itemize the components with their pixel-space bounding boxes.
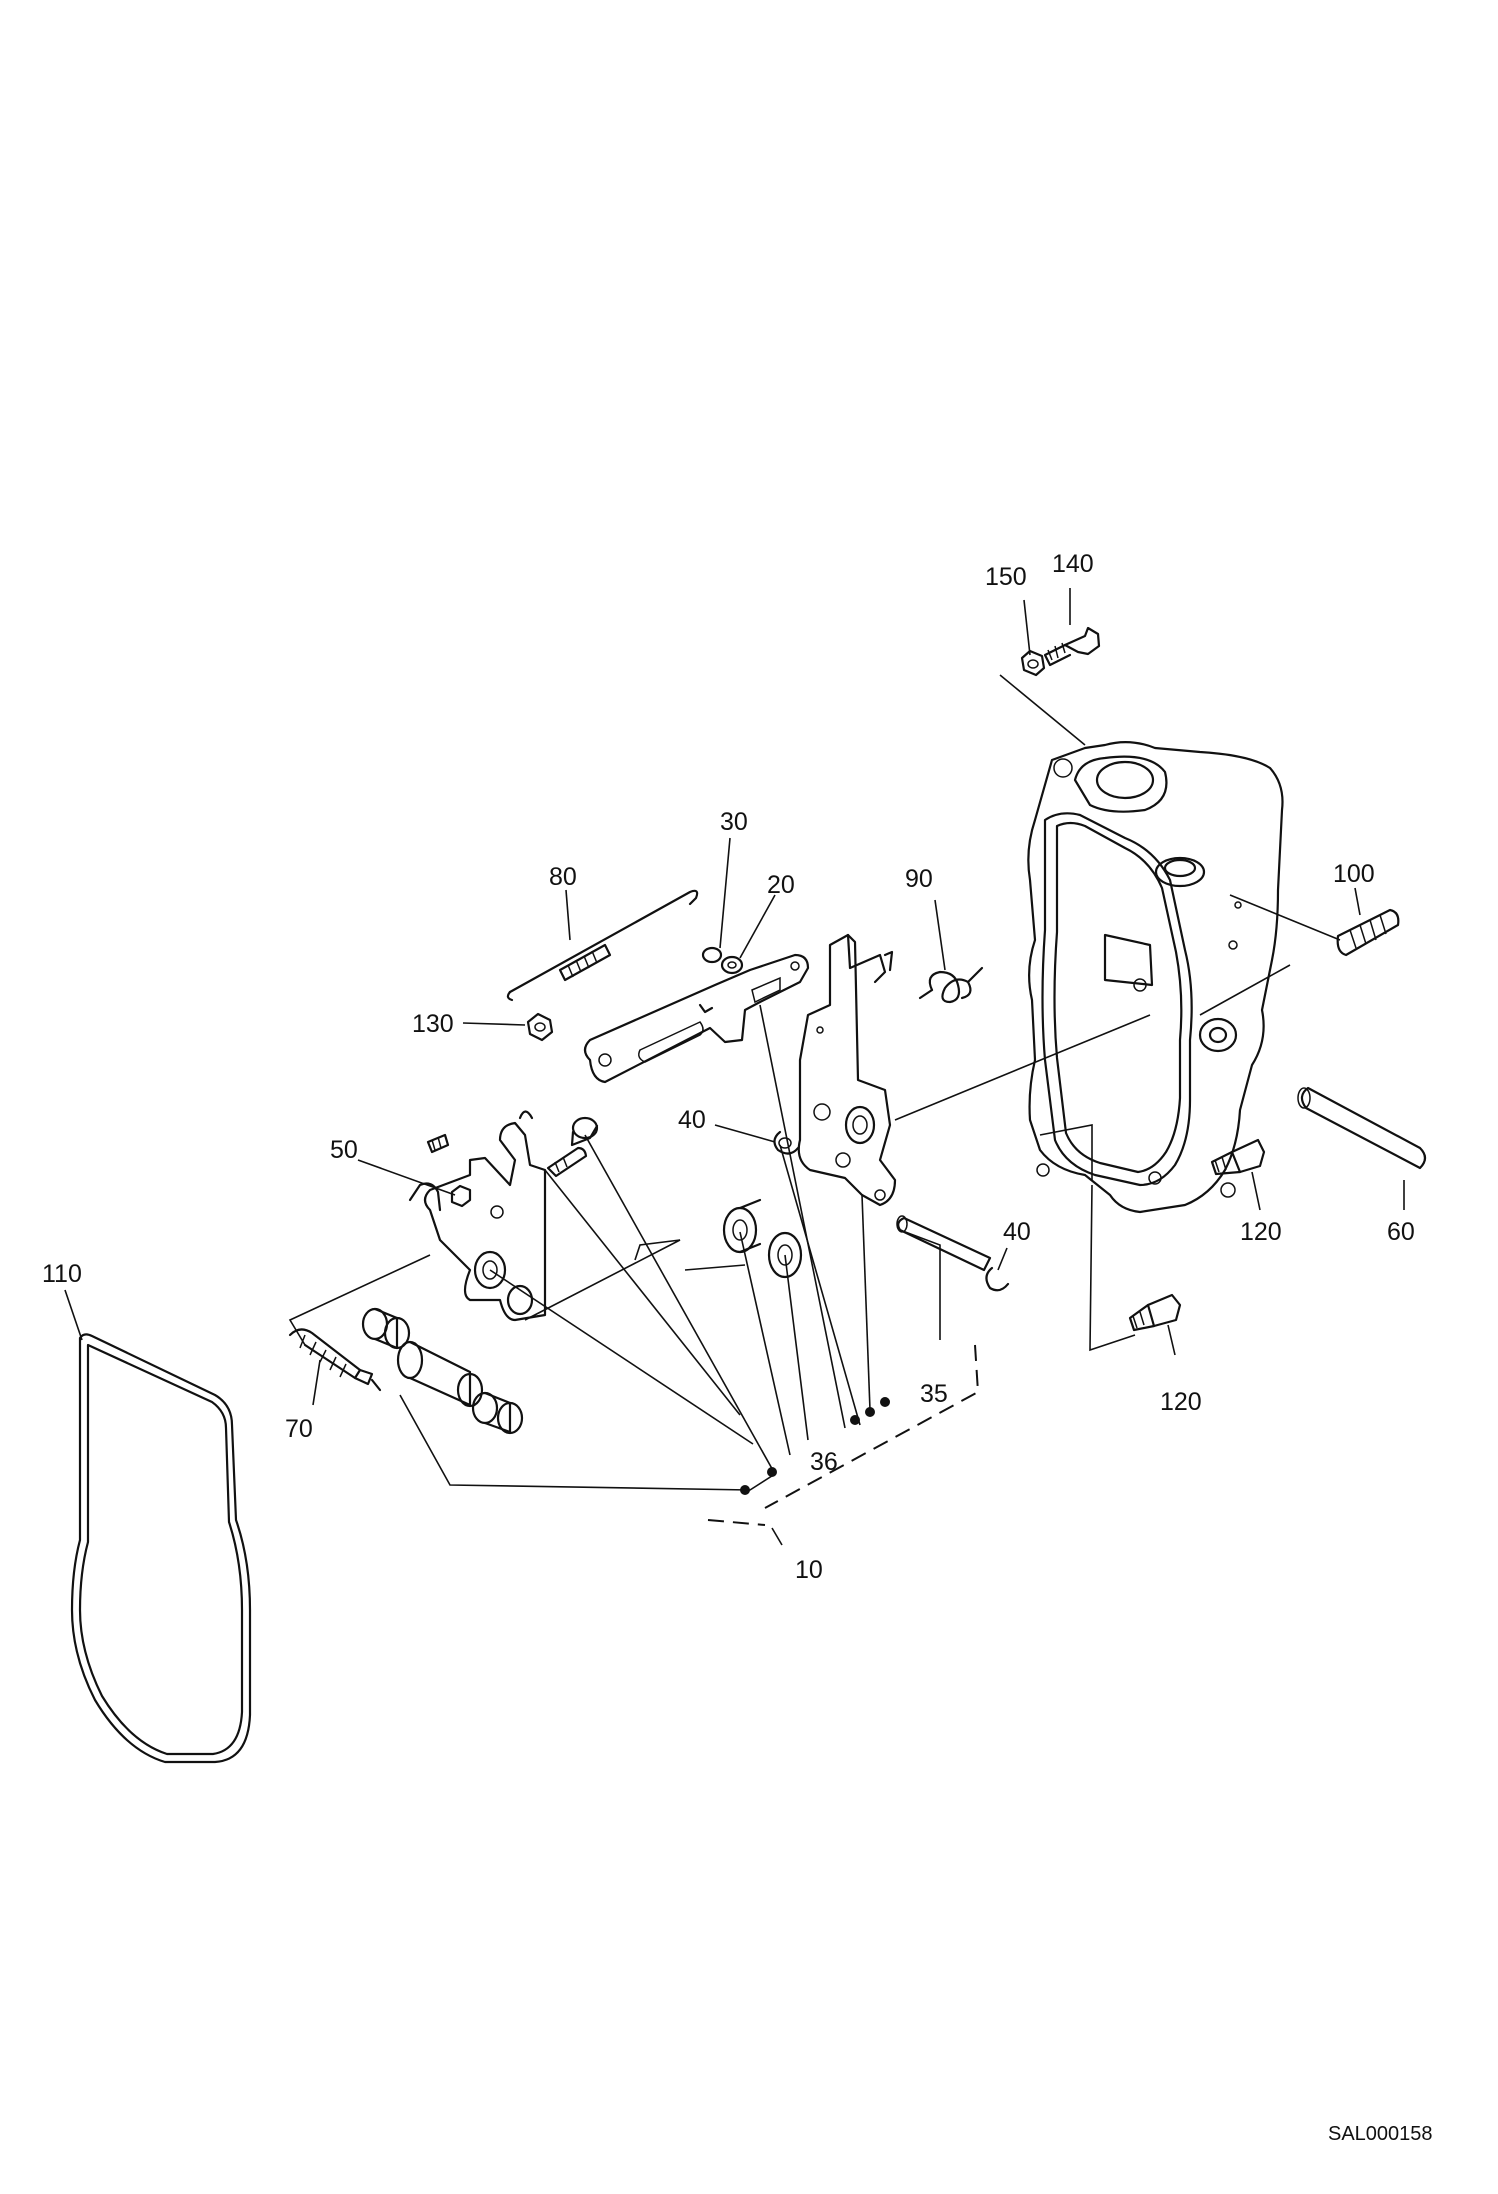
lever-bracket-right (797, 933, 897, 1207)
callout-50: 50 (330, 1136, 358, 1164)
bolt-120-upper (1210, 1138, 1266, 1176)
callout-140: 140 (1052, 550, 1094, 578)
spring-plunger-70 (288, 1328, 382, 1392)
shaft-35 (896, 1215, 992, 1272)
callout-120-upper: 120 (1240, 1218, 1282, 1246)
stud-100 (1336, 908, 1400, 957)
spring-90 (918, 966, 984, 1004)
bearing-lower (767, 1231, 803, 1279)
nut-50 (450, 1184, 472, 1208)
washer-20 (720, 955, 744, 975)
bearing-upper (722, 1198, 762, 1254)
pivot-pin (546, 1116, 599, 1178)
callout-150: 150 (985, 563, 1027, 591)
nut-130 (526, 1012, 554, 1042)
governor-housing (1027, 741, 1284, 1214)
roller-left (361, 1307, 411, 1350)
callout-40-upper: 40 (678, 1106, 706, 1134)
lever-assembly-left (408, 1110, 547, 1322)
callout-20: 20 (767, 871, 795, 899)
set-screw-50 (426, 1133, 450, 1154)
leader-lines (64, 588, 1405, 1546)
pin-60 (1297, 1086, 1427, 1170)
callout-80: 80 (549, 863, 577, 891)
assembly-10-bracket (707, 1344, 980, 1526)
callout-90: 90 (905, 865, 933, 893)
callout-130: 130 (412, 1010, 454, 1038)
bushing-center (396, 1340, 484, 1408)
eclip-40-lower (985, 1266, 1010, 1292)
callout-36: 36 (810, 1448, 838, 1476)
callout-labels: 140 150 30 80 20 90 100 130 40 50 40 120… (42, 550, 1415, 1584)
callout-30: 30 (720, 808, 748, 836)
nut-150 (1020, 649, 1046, 677)
callout-110: 110 (42, 1260, 82, 1288)
spring-rod-80 (506, 889, 699, 1002)
reference-code: SAL000158 (1328, 2123, 1433, 2145)
callout-35: 35 (920, 1380, 948, 1408)
callout-100: 100 (1333, 860, 1375, 888)
callout-40-lower: 40 (1003, 1218, 1031, 1246)
screw-140 (1043, 626, 1101, 667)
callout-60: 60 (1387, 1218, 1415, 1246)
callout-10: 10 (795, 1556, 823, 1584)
callout-70: 70 (285, 1415, 313, 1443)
roller-right (471, 1391, 524, 1435)
bolt-120-lower (1128, 1293, 1182, 1332)
eclip-40-upper (773, 1130, 800, 1155)
callout-120-lower: 120 (1160, 1388, 1202, 1416)
slotted-lever (583, 953, 810, 1084)
clip-30 (701, 946, 723, 964)
gasket-110 (70, 1333, 252, 1764)
reference-dots (740, 1397, 890, 1495)
